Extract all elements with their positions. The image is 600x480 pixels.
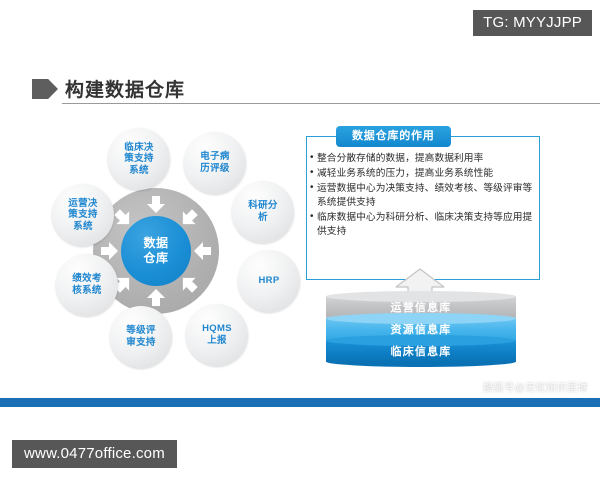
- database-cylinder-stack: 运营信息库 资源信息库 临床信息库: [326, 291, 516, 367]
- hub-node-label: 运营决 策支持 系统: [68, 197, 98, 232]
- cylinder-layer-clinical: 临床信息库: [326, 335, 516, 367]
- title-arrow-marker-icon: [32, 79, 58, 99]
- hub-node-label: HRP: [258, 275, 280, 287]
- hub-node-emr-grading[interactable]: 电子病 历评级: [184, 132, 246, 194]
- cylinder-label: 运营信息库: [390, 302, 452, 314]
- hub-node-label: HQMS 上报: [202, 323, 232, 346]
- info-bullet: 临床数据中心为科研分析、临床决策支持等应用提供支持: [310, 210, 538, 239]
- hub-node-hrp[interactable]: HRP: [238, 250, 300, 312]
- hub-center-label: 数据 仓库: [143, 236, 169, 265]
- url-badge: www.0477office.com: [12, 440, 177, 468]
- hub-node-operations-decision-support[interactable]: 运营决 策支持 系统: [52, 184, 114, 246]
- cylinder-label: 临床信息库: [390, 346, 452, 358]
- watermark-text: 搜狐号@无忧知识星球: [482, 383, 588, 394]
- hub-node-label: 科研分 析: [248, 200, 278, 223]
- info-callout-header: 数据仓库的作用: [336, 126, 451, 148]
- tg-badge: TG: MYYJJPP: [473, 10, 592, 36]
- slide-title-row: 构建数据仓库: [32, 76, 600, 104]
- hub-node-label: 电子病 历评级: [200, 151, 230, 174]
- info-bullet: 减轻业务系统的压力，提高业务系统性能: [310, 166, 538, 181]
- data-warehouse-hub-diagram: 数据 仓库 临床决 策支持 系统 电子病 历评级 科研分 析 HRP HQMS …: [24, 126, 300, 376]
- hub-center-node: 数据 仓库: [121, 216, 191, 286]
- page-title: 构建数据仓库: [65, 80, 186, 101]
- hub-node-research-analysis[interactable]: 科研分 析: [232, 181, 294, 243]
- hub-node-label: 绩效考 核系统: [72, 273, 102, 296]
- title-divider: [62, 103, 600, 104]
- cylinder-body: [326, 318, 516, 340]
- hub-node-hqms-report[interactable]: HQMS 上报: [186, 304, 248, 366]
- cylinder-top: [326, 335, 516, 346]
- cylinder-top: [326, 313, 516, 324]
- cylinder-body: [326, 296, 516, 318]
- info-bullet-list: 整合分散存储的数据，提高数据利用率 减轻业务系统的压力，提高业务系统性能 运营数…: [310, 151, 538, 240]
- hub-node-performance-appraisal[interactable]: 绩效考 核系统: [56, 254, 118, 316]
- cylinder-top: [326, 291, 516, 302]
- info-bullet: 运营数据中心为决策支持、绩效考核、等级评审等系统提供支持: [310, 181, 538, 210]
- cylinder-body: [326, 340, 516, 362]
- hub-node-label: 临床决 策支持 系统: [124, 141, 154, 176]
- hub-node-label: 等级评 审支持: [126, 325, 156, 348]
- cylinder-label: 资源信息库: [390, 324, 452, 336]
- footer-blue-bar: [0, 398, 600, 407]
- hub-node-grade-review-support[interactable]: 等级评 审支持: [110, 306, 172, 368]
- hub-node-clinical-decision-support[interactable]: 临床决 策支持 系统: [108, 128, 170, 190]
- ring-inward-arrows-icon: [101, 196, 211, 306]
- info-bullet: 整合分散存储的数据，提高数据利用率: [310, 151, 538, 166]
